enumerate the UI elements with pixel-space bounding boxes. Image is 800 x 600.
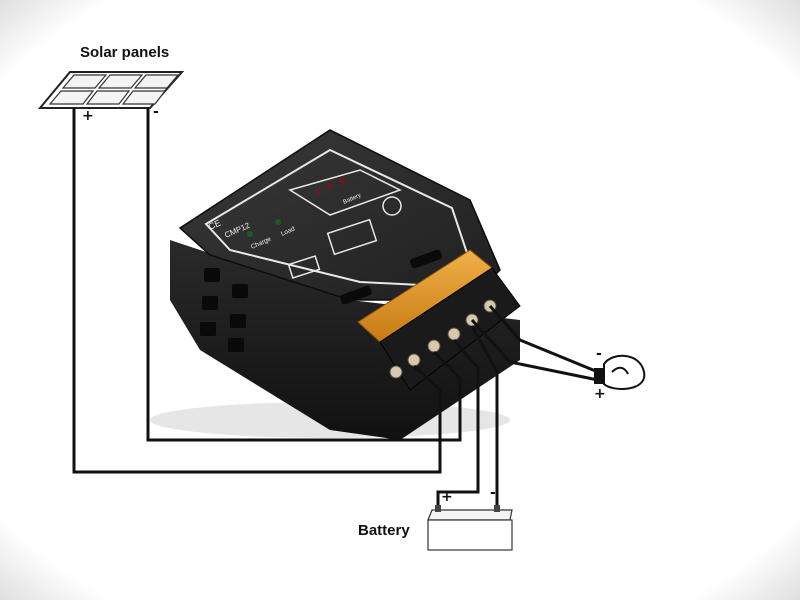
charge-controller (150, 129, 521, 440)
wire-lamp-positive (470, 318, 599, 382)
ce-mark: CE (207, 218, 223, 232)
wire-solar-negative (146, 108, 462, 442)
solar-symbol-icon (287, 255, 321, 279)
solar-positive-sign: + (82, 108, 94, 124)
wire-battery-negative (470, 325, 499, 508)
battery-negative-sign: - (490, 485, 496, 501)
lamp-symbol-icon (382, 196, 402, 216)
charge-led (247, 231, 253, 237)
battery-symbol-icon (326, 218, 378, 256)
battery-label: Battery (358, 522, 410, 539)
lamp-positive-sign: + (594, 386, 606, 402)
solar-negative-sign: - (153, 104, 159, 120)
wire-solar-positive (72, 108, 442, 474)
battery-led (327, 183, 333, 189)
vent-slots (200, 268, 248, 352)
wires (72, 108, 599, 508)
solar-panels-label: Solar panels (80, 44, 170, 61)
load-led (275, 219, 281, 225)
battery-positive-sign: + (441, 489, 453, 505)
light-bulb-icon (594, 354, 646, 390)
lamp-negative-sign: - (596, 346, 602, 362)
battery-icon (427, 505, 513, 551)
wire-lamp-negative (488, 305, 599, 374)
battery-led (315, 189, 321, 195)
wire-battery-positive (436, 339, 480, 508)
solar-panel-icon (37, 71, 185, 109)
battery-indicator-panel (288, 169, 402, 216)
battery-led (339, 178, 345, 184)
